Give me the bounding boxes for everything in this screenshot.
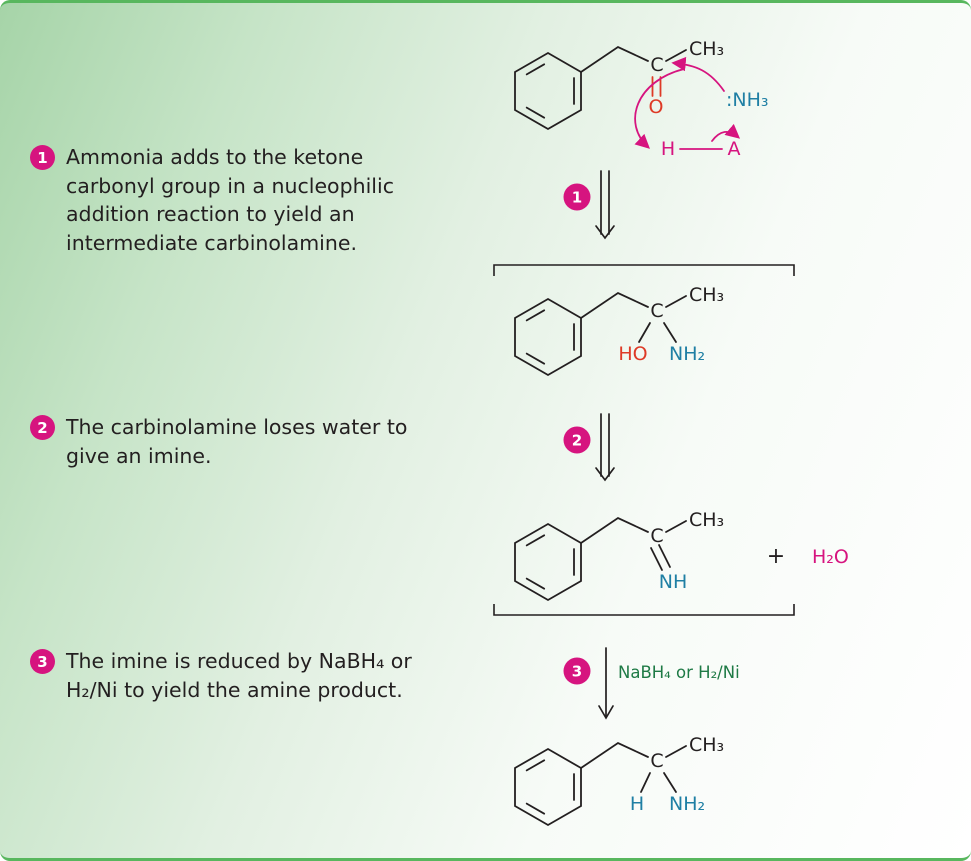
down-arrowhead	[595, 467, 615, 482]
bond	[580, 45, 649, 73]
acid-h-label: H	[661, 138, 675, 160]
imine-double-bond	[658, 544, 671, 568]
ketone-methyl-label: CH₃	[689, 38, 724, 60]
acid-a-label: A	[728, 138, 741, 160]
carbinolamine-methyl-label: CH₃	[689, 284, 724, 306]
arrow-step-3: 3 NaBH₄ or H₂/Ni	[563, 647, 740, 720]
arrow-step-2: 2	[563, 413, 615, 482]
down-arrowhead	[598, 705, 614, 720]
imine-carbon-label: C	[650, 525, 663, 547]
arrow-3-badge	[563, 657, 591, 685]
structure-imine: C CH₃ NH + H₂O	[514, 509, 849, 601]
reaction-scheme: C CH₃ O :NH₃ H A 1 C	[493, 38, 849, 826]
arrow-1-badge	[563, 183, 591, 211]
arrow-1-badge-number: 1	[572, 189, 582, 207]
step-1: 1 Ammonia adds to the ketone carbonyl gr…	[30, 143, 450, 258]
benzene-ring	[514, 748, 582, 826]
curved-arrow-ha-to-a	[711, 123, 741, 142]
step-3: 3 The imine is reduced by NaBH₄ or H₂/Ni…	[30, 647, 450, 704]
step-3-text: The imine is reduced by NaBH₄ or H₂/Ni t…	[66, 649, 412, 702]
plus-sign: +	[767, 544, 785, 569]
benzene-ring	[514, 298, 582, 376]
bracket-top	[493, 264, 795, 276]
hydroxyl-label: HO	[618, 343, 647, 365]
bond	[580, 516, 649, 544]
amino-label: NH₂	[669, 343, 705, 365]
step-2-text: The carbinolamine loses water to give an…	[66, 415, 408, 468]
benzene-ring	[514, 52, 582, 130]
ketone-oxygen-label: O	[649, 96, 664, 118]
bracket-bottom	[493, 604, 795, 616]
arrow-2-badge-number: 2	[572, 432, 582, 450]
amine-amino-label: NH₂	[669, 793, 705, 815]
arrow-step-1: 1	[563, 170, 615, 240]
carbinolamine-carbon-label: C	[650, 300, 663, 322]
step-1-text: Ammonia adds to the ketone carbonyl grou…	[66, 145, 394, 256]
step-3-badge: 3	[30, 649, 55, 674]
structure-ketone: C CH₃ O :NH₃ H A	[514, 38, 769, 160]
down-arrowhead	[595, 225, 615, 240]
arrow-3-badge-number: 3	[572, 663, 582, 681]
step-2: 2 The carbinolamine loses water to give …	[30, 413, 450, 470]
bond	[665, 49, 687, 62]
amine-hydrogen-label: H	[630, 793, 644, 815]
imine-methyl-label: CH₃	[689, 509, 724, 531]
amine-carbon-label: C	[650, 750, 663, 772]
amine-methyl-label: CH₃	[689, 734, 724, 756]
structure-carbinolamine: C CH₃ HO NH₂	[514, 284, 724, 376]
ammonia-label: :NH₃	[726, 89, 769, 111]
bond	[663, 322, 677, 343]
arrow-2-badge	[563, 426, 591, 454]
imino-label: NH	[659, 571, 688, 593]
step-2-badge: 2	[30, 415, 55, 440]
bond	[665, 745, 687, 758]
bond	[665, 520, 687, 533]
water-label: H₂O	[812, 546, 849, 568]
benzene-ring	[514, 523, 582, 601]
bond	[638, 322, 651, 343]
bond	[665, 295, 687, 308]
bond	[580, 741, 649, 769]
imine-double-bond	[650, 547, 663, 571]
arrow-3-reagent-label: NaBH₄ or H₂/Ni	[618, 663, 740, 682]
bond	[580, 291, 649, 319]
curved-arrow-nh3-to-c	[671, 56, 725, 92]
ketone-carbon-label: C	[650, 54, 663, 76]
step-1-badge: 1	[30, 145, 55, 170]
bond	[663, 772, 677, 793]
bond	[640, 772, 651, 793]
curved-arrow-o-to-h	[634, 68, 685, 149]
structure-amine: C CH₃ H NH₂	[514, 734, 724, 826]
